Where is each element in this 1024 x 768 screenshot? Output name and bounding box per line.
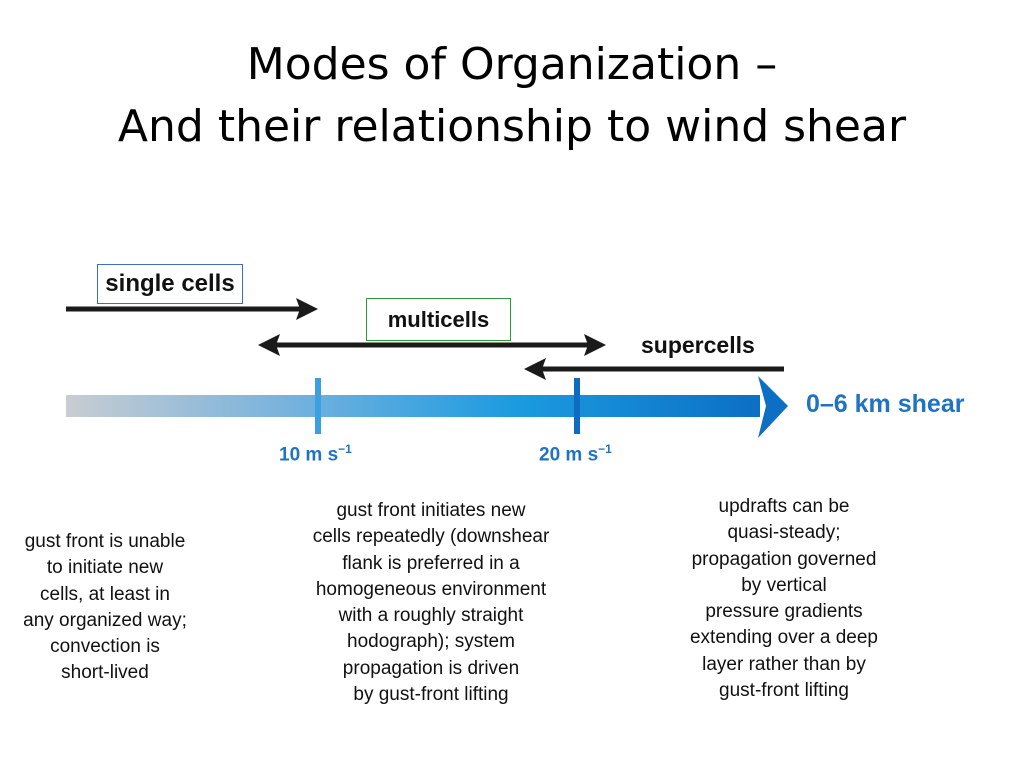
- desc-line: gust-front lifting: [719, 680, 849, 702]
- supercells-description: updrafts can be quasi-steady; propagatio…: [664, 494, 904, 704]
- desc-line: cells, at least in: [40, 583, 170, 605]
- single-cells-arrow: [66, 298, 318, 320]
- desc-line: convection is: [50, 636, 160, 658]
- desc-line: any organized way;: [23, 609, 187, 631]
- desc-line: flank is preferred in a: [342, 552, 520, 574]
- multicells-description: gust front initiates new cells repeatedl…: [281, 498, 581, 708]
- desc-line: hodograph); system: [347, 631, 515, 653]
- tick-label-10: 10 m s−1: [279, 442, 352, 466]
- desc-line: gust front initiates new: [336, 500, 526, 521]
- desc-line: gust front is unable: [24, 531, 186, 552]
- title-line-1: Modes of Organization –: [246, 39, 778, 90]
- supercells-arrow: [524, 358, 784, 380]
- desc-line: to initiate new: [46, 557, 164, 579]
- desc-line: pressure gradients: [705, 601, 863, 623]
- desc-line: with a roughly straight: [338, 605, 524, 627]
- shear-axis-label: 0–6 km shear: [806, 390, 965, 418]
- desc-line: extending over a deep: [689, 627, 879, 649]
- tick-label-20: 20 m s−1: [539, 442, 612, 466]
- desc-line: cells repeatedly (downshear: [312, 526, 550, 548]
- desc-line: propagation governed: [691, 548, 877, 570]
- desc-line: short-lived: [61, 662, 149, 684]
- desc-line: propagation is driven: [342, 657, 520, 679]
- desc-line: quasi-steady;: [727, 522, 841, 544]
- multicells-label: multicells: [366, 298, 511, 341]
- page-title: Modes of Organization – And their relati…: [0, 34, 1024, 158]
- single-cells-label: single cells: [97, 264, 243, 304]
- desc-line: updrafts can be: [718, 496, 850, 517]
- supercells-label: supercells: [641, 332, 755, 358]
- desc-line: homogeneous environment: [315, 578, 547, 600]
- title-line-2: And their relationship to wind shear: [117, 101, 907, 152]
- desc-line: layer rather than by: [702, 653, 866, 675]
- single-cells-description: gust front is unable to initiate new cel…: [0, 529, 210, 687]
- desc-line: by vertical: [741, 574, 827, 596]
- shear-axis: [66, 376, 788, 438]
- multicells-arrow: [258, 334, 606, 356]
- desc-line: by gust-front lifting: [353, 684, 509, 706]
